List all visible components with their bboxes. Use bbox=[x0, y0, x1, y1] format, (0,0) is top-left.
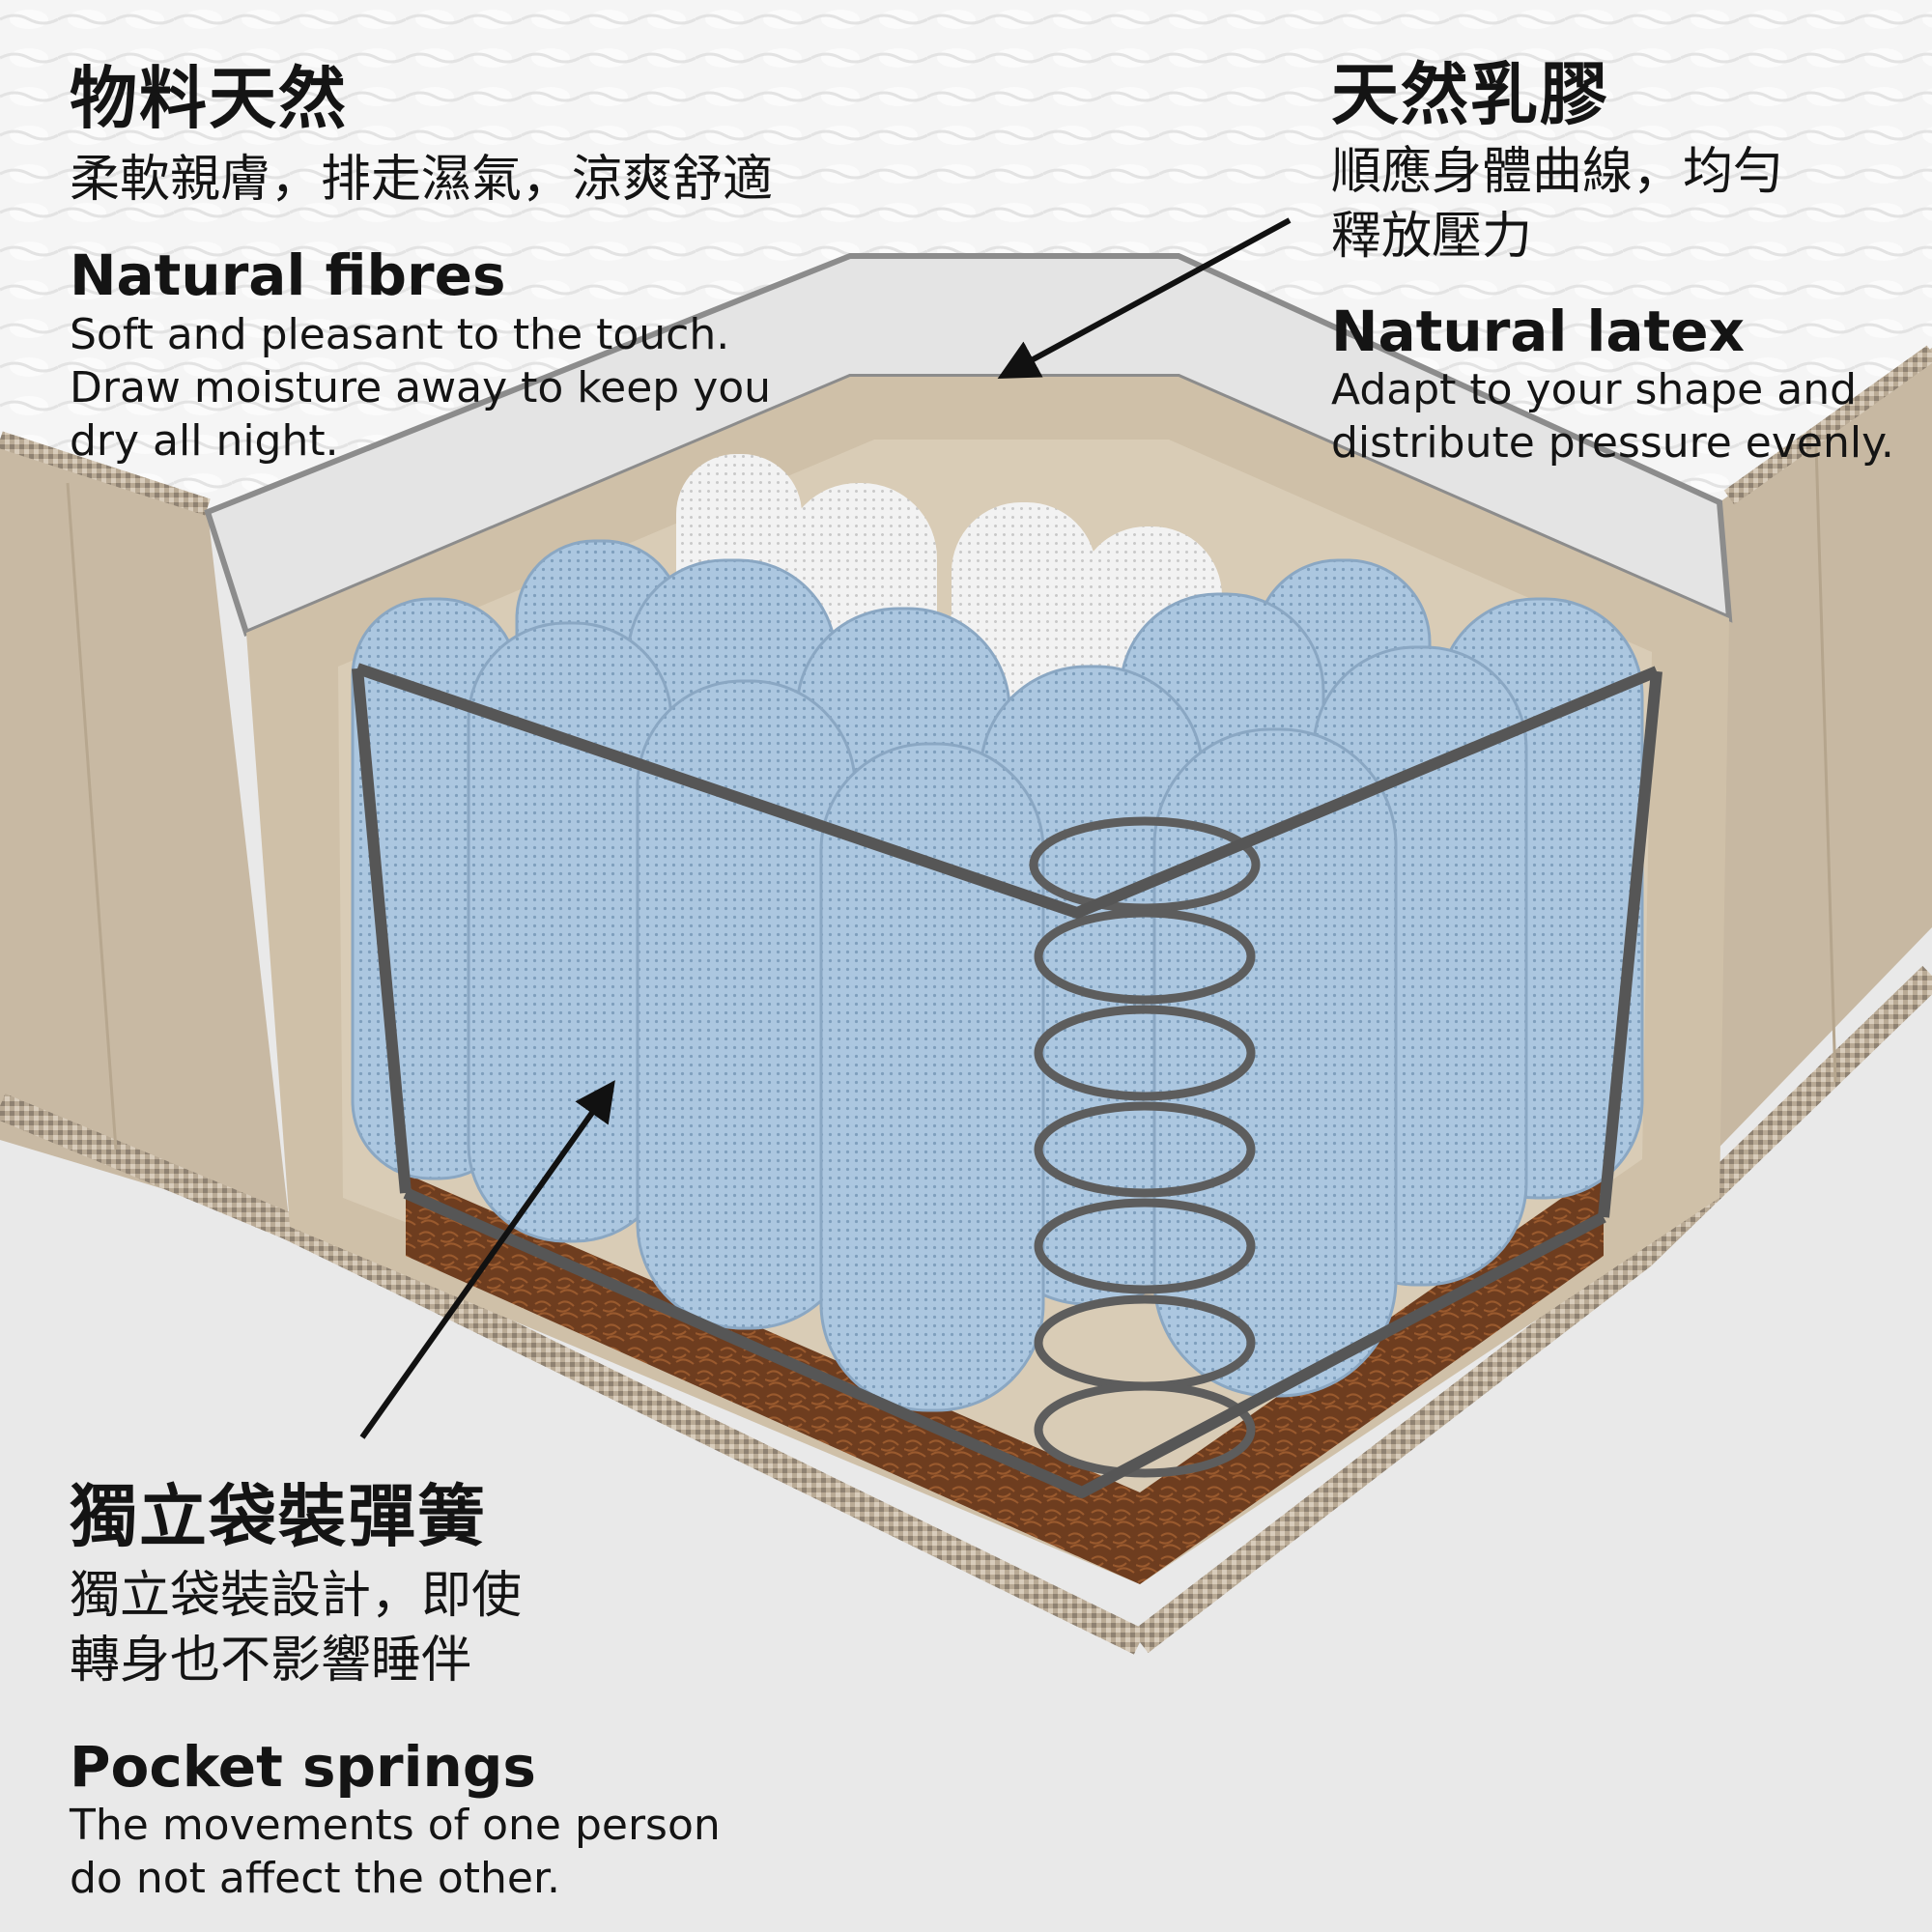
pocket-springs-body-en: The movements of one person do not affec… bbox=[70, 1801, 721, 1904]
natural-fibres-title-en: Natural fibres bbox=[70, 242, 506, 309]
pocket-springs-callout: 獨立袋裝彈簧 獨立袋裝設計，即使 轉身也不影響睡伴 Pocket springs… bbox=[70, 1478, 804, 1905]
natural-latex-body-zh: 順應身體曲線，均勻 釋放壓力 bbox=[1331, 142, 1784, 267]
natural-fibres-body-zh: 柔軟親膚，排走濕氣，涼爽舒適 bbox=[70, 150, 774, 209]
springs-arrow bbox=[359, 1080, 615, 1439]
pocket-springs-title-zh: 獨立袋裝彈簧 bbox=[70, 1477, 487, 1556]
natural-fibres-title-zh: 物料天然 bbox=[70, 59, 348, 138]
left-side-piping bbox=[0, 431, 211, 516]
exposed-coil-spring bbox=[1029, 816, 1261, 1478]
pocket-springs-title-en: Pocket springs bbox=[70, 1733, 536, 1800]
natural-latex-title-en: Natural latex bbox=[1331, 298, 1746, 364]
natural-latex-callout: 天然乳膠 順應身體曲線，均勻 釋放壓力 Natural latex Adapt … bbox=[1331, 56, 1911, 469]
latex-arrow bbox=[997, 217, 1292, 380]
natural-latex-title-zh: 天然乳膠 bbox=[1331, 55, 1609, 134]
mattress-left-side bbox=[0, 444, 290, 1227]
mattress-quilted-top bbox=[0, 0, 1932, 526]
natural-latex-body-en: Adapt to your shape and distribute press… bbox=[1331, 365, 1894, 469]
natural-fibres-body-en: Soft and pleasant to the touch. Draw moi… bbox=[70, 309, 772, 466]
natural-fibres-callout: 物料天然 柔軟親膚，排走濕氣，涼爽舒適 Natural fibres Soft … bbox=[70, 60, 881, 468]
coir-base-layer bbox=[406, 1169, 1604, 1584]
spring-wire-frame bbox=[352, 663, 1662, 1498]
pocket-springs-body-zh: 獨立袋裝設計，即使 轉身也不影響睡伴 bbox=[70, 1566, 523, 1690]
right-side-piping bbox=[1723, 345, 1932, 505]
